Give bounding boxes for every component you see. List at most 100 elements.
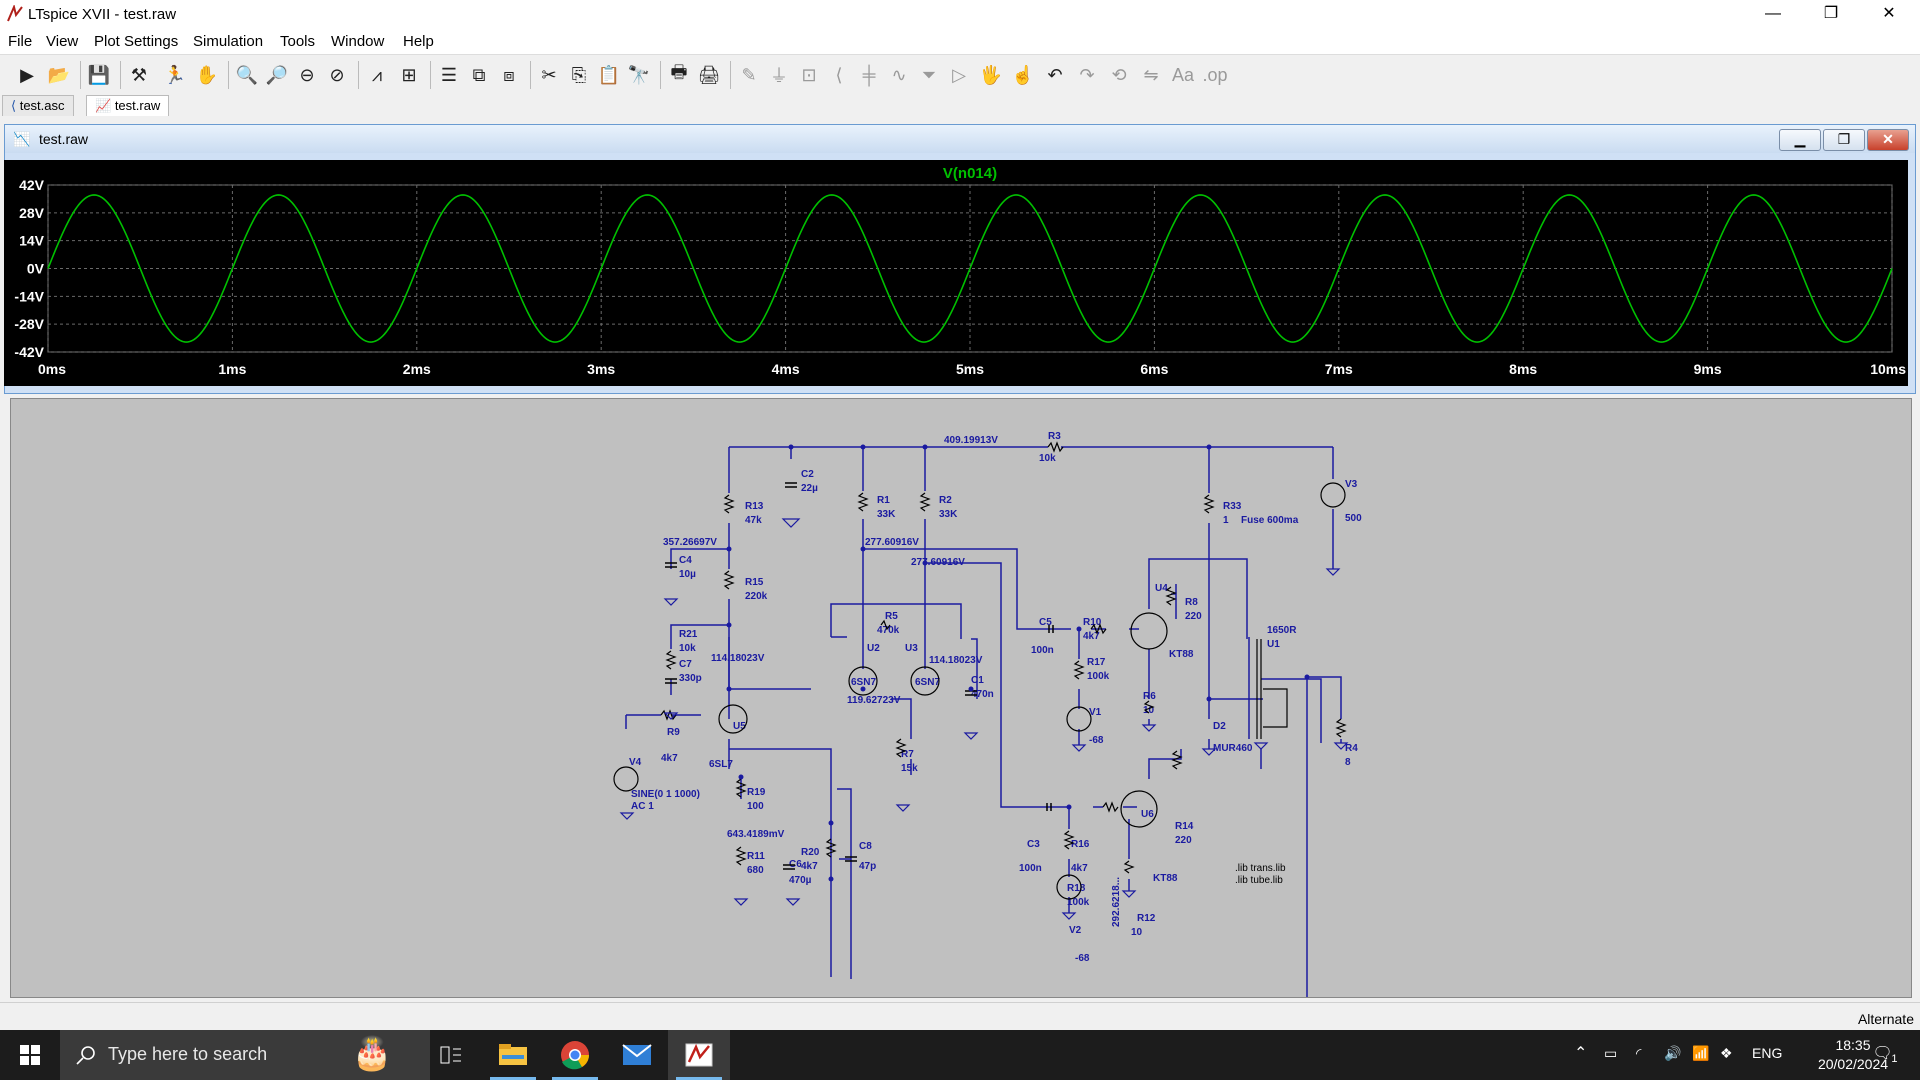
plot-settings-icon[interactable]: ⊞ <box>401 64 417 85</box>
network-icon[interactable]: ◜ <box>1636 1045 1642 1061</box>
save-icon[interactable]: 💾 <box>87 64 111 85</box>
undo-icon[interactable]: ↶ <box>1047 64 1063 85</box>
menu-view[interactable]: View <box>46 33 79 50</box>
svg-text:R21: R21 <box>679 629 698 640</box>
tile-vertical-icon[interactable]: ⧈ <box>503 64 515 85</box>
label-net-icon[interactable]: ⊡ <box>801 64 817 85</box>
ltspice-taskbar-icon[interactable] <box>668 1030 730 1080</box>
zoom-cancel-icon[interactable]: ⊘ <box>329 64 345 85</box>
print-icon[interactable]: 🖶 <box>670 62 688 82</box>
menu-tools[interactable]: Tools <box>280 33 316 50</box>
x-tick-label: 0ms <box>38 361 66 377</box>
cascade-icon[interactable]: ⧉ <box>472 64 486 85</box>
run-icon[interactable]: 🏃 <box>163 64 187 85</box>
text-icon[interactable]: Aa <box>1171 64 1195 85</box>
volume-icon[interactable]: 🔊 <box>1664 1045 1682 1061</box>
x-tick-label: 8ms <box>1509 361 1537 377</box>
inductor-icon[interactable]: ∿ <box>891 64 907 85</box>
zoom-out-icon[interactable]: ⊖ <box>299 64 315 85</box>
resistor-icon[interactable]: ⟨ <box>835 64 843 85</box>
print-preview-icon[interactable]: 🖨 <box>697 64 721 85</box>
svg-text:4k7: 4k7 <box>1071 863 1088 874</box>
start-button[interactable] <box>0 1030 60 1080</box>
zoom-full-icon[interactable]: 🔎 <box>265 64 289 85</box>
language-indicator[interactable]: ENG <box>1752 1045 1783 1061</box>
svg-text:.lib trans.lib: .lib trans.lib <box>1235 863 1286 874</box>
ground-icon[interactable]: ⏚ <box>770 66 788 86</box>
trace-label[interactable]: V(n014) <box>943 165 997 182</box>
copy-icon[interactable]: ⎘ <box>571 64 587 85</box>
tab-test-asc[interactable]: ⟨ test.asc <box>2 95 74 116</box>
spice-directive-icon[interactable]: .op <box>1202 64 1228 85</box>
close-button[interactable]: ✕ <box>1867 129 1909 151</box>
schematic-drawing[interactable]: 409.19913V R3 10k C2 22µ R13 47k R1 33K … <box>11 399 1911 997</box>
x-tick-label: 2ms <box>403 361 431 377</box>
svg-text:C7: C7 <box>679 659 692 670</box>
move-hand-icon[interactable]: 🖐 <box>979 64 1003 85</box>
svg-text:C8: C8 <box>859 841 872 852</box>
drag-hand-icon[interactable]: ☝ <box>1011 64 1035 85</box>
new-schematic-icon[interactable]: ▶ <box>20 64 34 85</box>
wifi-icon[interactable]: 📶 <box>1692 1045 1710 1061</box>
svg-text:R11: R11 <box>747 851 765 862</box>
task-view-icon[interactable] <box>420 1030 482 1080</box>
paste-icon[interactable]: 📋 <box>597 64 621 85</box>
file-explorer-icon[interactable] <box>482 1030 544 1080</box>
menu-plot-settings[interactable]: Plot Settings <box>94 33 179 50</box>
tab-test-raw[interactable]: 📈 test.raw <box>86 95 170 116</box>
chevron-up-icon[interactable]: ⌃ <box>1574 1045 1588 1062</box>
close-button[interactable]: ✕ <box>1882 5 1896 22</box>
battery-icon[interactable]: ▭ <box>1604 1045 1618 1061</box>
chrome-icon[interactable] <box>544 1030 606 1080</box>
svg-text:C4: C4 <box>679 555 692 566</box>
x-tick-label: 7ms <box>1325 361 1353 377</box>
menu-window[interactable]: Window <box>331 33 385 50</box>
menu-help[interactable]: Help <box>403 33 434 50</box>
mirror-icon[interactable]: ⇋ <box>1143 64 1159 85</box>
svg-text:100n: 100n <box>1031 645 1054 656</box>
redo-icon[interactable]: ↷ <box>1079 64 1095 85</box>
rotate-icon[interactable]: ⟲ <box>1111 64 1127 85</box>
cut-icon[interactable]: ✂ <box>541 64 557 85</box>
svg-text:-68: -68 <box>1075 953 1090 964</box>
draw-wire-icon[interactable]: ✎ <box>741 64 757 85</box>
svg-text:15k: 15k <box>901 763 918 774</box>
component-icon[interactable]: ▷ <box>952 64 966 85</box>
svg-text:R20: R20 <box>801 847 820 858</box>
pan-hand-icon[interactable]: ✋ <box>195 64 219 85</box>
autorange-icon[interactable]: ⩘ <box>371 64 383 85</box>
svg-text:U2: U2 <box>867 643 880 654</box>
svg-text:1650R: 1650R <box>1267 625 1297 636</box>
capacitor-icon[interactable]: ╪ <box>862 64 876 85</box>
x-tick-label: 4ms <box>772 361 800 377</box>
status-bar: Alternate <box>0 1002 1920 1031</box>
open-folder-icon[interactable]: 📂 <box>47 64 71 85</box>
svg-text:10: 10 <box>1143 705 1155 716</box>
svg-text:R12: R12 <box>1137 913 1156 924</box>
toolbar: ▶ 📂 💾 ⚒ 🏃 ✋ 🔍 🔎 ⊖ ⊘ ⩘ ⊞ ☰ ⧉ ⧈ ✂ ⎘ 📋 🔭 🖶 … <box>0 54 1920 94</box>
taskbar-search[interactable]: Type here to search 🎂 <box>60 1030 430 1080</box>
transformer-icon <box>1256 639 1288 739</box>
schematic-canvas[interactable]: 409.19913V R3 10k C2 22µ R13 47k R1 33K … <box>10 398 1912 998</box>
clock[interactable]: 18:35 20/02/2024 <box>1808 1036 1898 1074</box>
dropbox-icon[interactable]: ❖ <box>1720 1045 1733 1061</box>
svg-text:R1: R1 <box>877 495 890 506</box>
maximize-button[interactable]: ❐ <box>1823 129 1865 151</box>
control-panel-icon[interactable]: ⚒ <box>130 64 148 85</box>
mail-icon[interactable] <box>606 1030 668 1080</box>
zoom-in-icon[interactable]: 🔍 <box>235 64 259 85</box>
tile-horizontal-icon[interactable]: ☰ <box>440 64 458 85</box>
menu-file[interactable]: File <box>8 33 33 50</box>
diode-icon[interactable]: ⏷ <box>921 64 937 85</box>
notifications-button[interactable]: 🗨 1 <box>1868 1043 1908 1069</box>
restore-button[interactable]: ❐ <box>1823 5 1839 22</box>
menu-simulation[interactable]: Simulation <box>193 33 264 50</box>
find-icon[interactable]: 🔭 <box>627 64 651 85</box>
svg-text:292.6218...: 292.6218... <box>1111 877 1122 927</box>
wires <box>625 446 1342 997</box>
minimize-button[interactable]: — <box>1765 5 1781 22</box>
minimize-button[interactable]: ▁ <box>1779 129 1821 151</box>
waveform-icon: 📉 <box>13 131 31 147</box>
